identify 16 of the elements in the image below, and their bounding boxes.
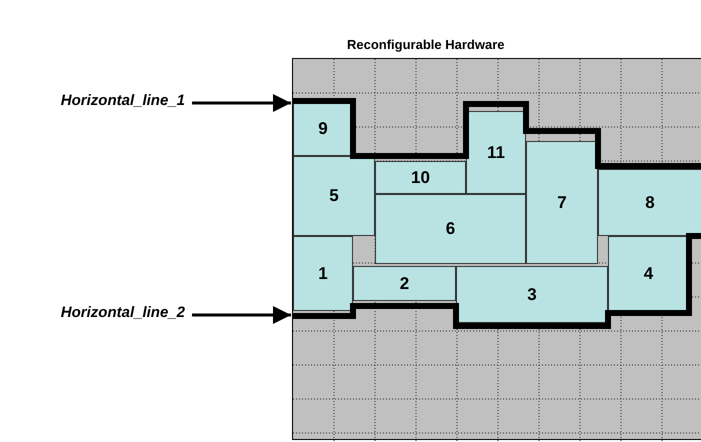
module-block: 11 — [466, 111, 526, 194]
module-block: 9 — [293, 101, 353, 156]
module-block: 10 — [375, 161, 466, 194]
module-block: 6 — [375, 194, 526, 264]
module-block: 8 — [598, 169, 701, 236]
module-block: 3 — [456, 266, 608, 323]
module-block: 1 — [293, 236, 353, 311]
arrow — [192, 94, 291, 112]
hardware-title: Reconfigurable Hardware — [347, 36, 504, 54]
line-label: Horizontal_line_1 — [0, 93, 185, 108]
module-block: 2 — [353, 266, 456, 301]
arrow — [192, 306, 291, 324]
line-label: Horizontal_line_2 — [0, 305, 185, 320]
module-block: 7 — [526, 141, 598, 264]
module-block: 4 — [608, 236, 689, 311]
module-block: 5 — [293, 156, 375, 236]
